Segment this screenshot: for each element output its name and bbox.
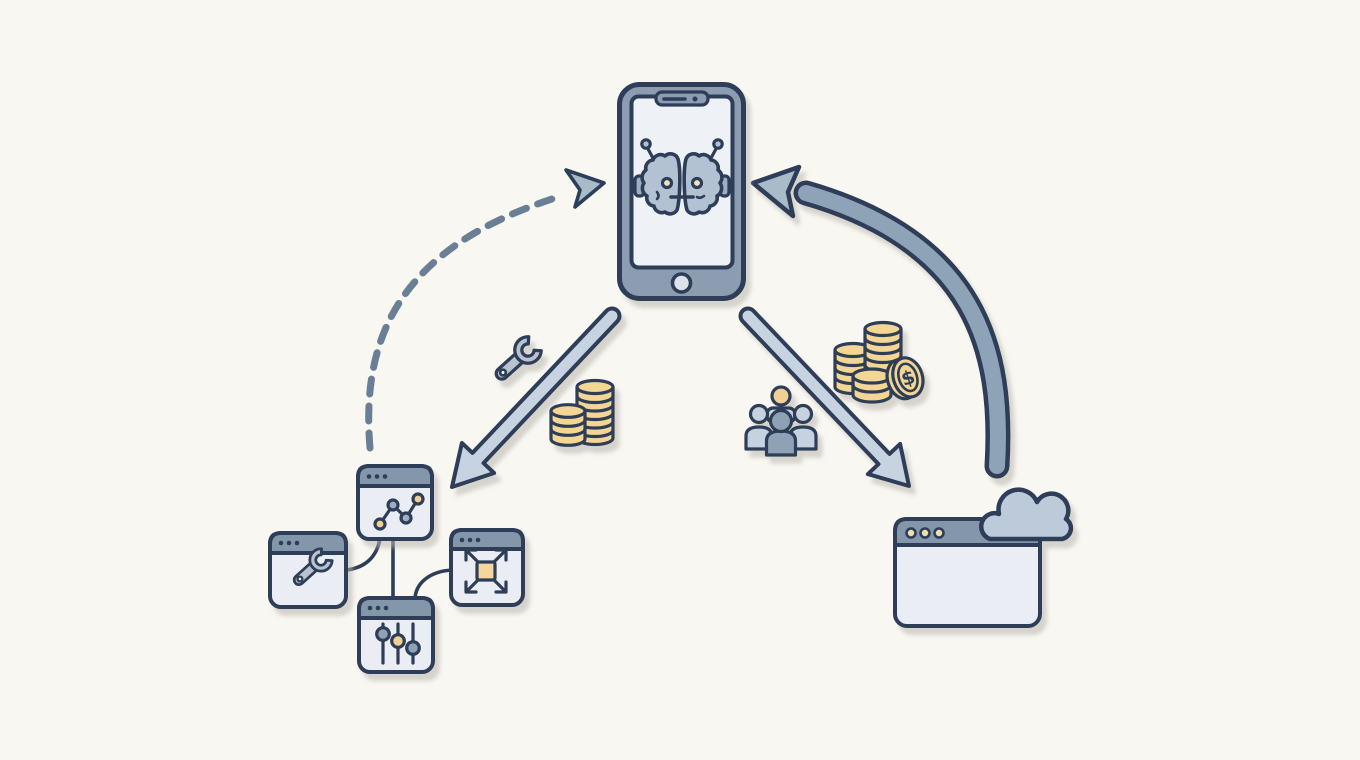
dollar-sign: $ [899, 366, 918, 391]
window-line-chart [356, 464, 434, 541]
arrow-phone-to-apps [450, 306, 622, 489]
left-user-head [748, 403, 770, 425]
home-button [670, 272, 693, 294]
antenna-tip-left [640, 138, 652, 150]
camera-dot [692, 96, 698, 102]
window-titlebar [356, 464, 434, 488]
titlebar-dots [459, 537, 481, 543]
sliders-icon [375, 622, 421, 665]
solid-curved-arrow [750, 164, 1011, 479]
curved-arrowhead [750, 164, 802, 219]
coin-stack [851, 367, 893, 404]
coin-stack [549, 403, 587, 447]
wrench-icon [494, 335, 543, 381]
front-user-head [768, 408, 794, 434]
brain-folds [655, 190, 706, 201]
user-group-icon [744, 385, 818, 457]
cloud-browser-window [893, 487, 1074, 628]
antenna-tip-right [712, 138, 724, 150]
browser-titlebar-dots [905, 527, 945, 539]
arrow-phone-to-cloud [738, 306, 911, 488]
window-expand-arrows [449, 528, 525, 607]
cloud-icon [979, 487, 1074, 542]
window-titlebar [357, 596, 435, 620]
titlebar-dots [367, 605, 389, 611]
app-windows-cluster [268, 464, 525, 674]
coin-stacks-dollar: $ [833, 320, 925, 404]
smartphone [617, 82, 746, 301]
cluster-connectors [344, 536, 455, 602]
front-user-body [764, 429, 798, 457]
window-sliders [357, 596, 435, 674]
titlebar-dots [278, 540, 300, 546]
coin-stacks-left [549, 378, 615, 447]
right-user-head [792, 403, 814, 425]
wrench-tool-icon [292, 547, 334, 586]
brain-left-hemisphere [640, 152, 682, 216]
dollar-coin: $ [885, 356, 925, 401]
back-user-head [770, 385, 792, 407]
ai-brain-icon [633, 138, 731, 216]
expand-arrows-icon [464, 548, 508, 594]
line-chart-icon [373, 492, 425, 531]
brain-right-hemisphere [682, 152, 724, 216]
curved-shaft [798, 185, 1006, 474]
dashed-arc [365, 195, 556, 452]
dashed-arrowhead [564, 168, 606, 209]
window-titlebar [449, 528, 525, 551]
window-titlebar [268, 531, 348, 555]
brain-eye-left [660, 176, 674, 190]
titlebar-dots [366, 474, 388, 479]
dashed-curved-arrow [365, 168, 606, 452]
brain-eye-right [690, 176, 704, 190]
expand-center-square [475, 560, 497, 582]
window-wrench-tool [268, 531, 348, 609]
